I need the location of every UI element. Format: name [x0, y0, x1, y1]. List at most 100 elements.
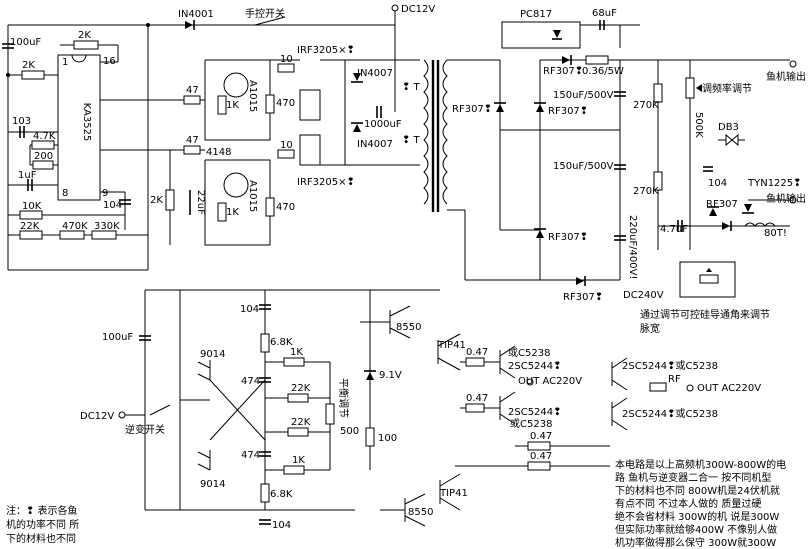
label-scr-note-line1: 通过调节可控硅导通角来调节 — [640, 308, 770, 321]
note-right-line3: 下的材料也不同 800W机是24伏机就 — [615, 484, 780, 497]
label-rf307-mid: RF307❢ — [548, 106, 588, 117]
note-left-line2: 机的功率不同 所 — [6, 518, 79, 531]
label-fish-out-bot: 鱼机输出 — [766, 192, 806, 205]
capacitor-100uf-left: 100uF — [2, 37, 41, 49]
label-220uf: 220uF/400V! — [627, 215, 638, 279]
label-9014-bot: 9014 — [200, 479, 225, 490]
label-104-osc-top: 104 — [240, 304, 259, 315]
label-dc12v-top: DC12V — [401, 4, 435, 15]
label-8550-bot: 8550 — [408, 507, 433, 518]
optocoupler-pc817: PC817 — [501, 9, 581, 49]
inverter-oscillator-section: 100uF 104 104 6.8K 6.8K 1K 1K 474 474 — [80, 289, 468, 531]
label-dc240v: DC240V — [623, 290, 664, 301]
label-270k-top: 270K — [633, 100, 659, 111]
label-150uf-bot: 150uF/500V — [553, 161, 614, 172]
label-47-bot: 47 — [186, 135, 199, 146]
label-103: 103 — [12, 116, 31, 127]
driver-transistor-section: A1015 1K 470 A1015 1K 470 4148 2K 22uF 1… — [150, 54, 300, 246]
label-1k-osc-bot: 1K — [292, 455, 305, 466]
label-fish-out-top: 鱼机输出 — [766, 70, 806, 83]
label-2k-mid: 2K — [150, 195, 163, 206]
label-100: 100 — [378, 433, 397, 444]
note-right-line5: 绝不会省材料 300W的机 说是300W — [615, 510, 779, 523]
label-10-bot: 10 — [280, 140, 293, 151]
label-rf307-bottom: RF307❢ — [563, 292, 603, 303]
label-2sc5244-a: 2SC5244❢ — [508, 361, 562, 372]
label-150uf-top: 150uF/500V — [553, 90, 614, 101]
label-500k: 500K — [693, 112, 704, 138]
label-104-ic: 104 — [103, 200, 122, 211]
label-r036: 0.36/5W — [582, 66, 624, 77]
ka3525-driver-section: 100uF KA3525 1 16 8 9 2K 2K 103 4.7K — [2, 23, 395, 271]
label-in4001: IN4001 — [178, 9, 214, 20]
label-pc817: PC817 — [520, 9, 552, 20]
pin-8-label: 8 — [62, 188, 68, 199]
label-a1015-top: A1015 — [247, 80, 258, 112]
label-6-8k-bot: 6.8K — [270, 489, 293, 500]
pin-9-label: 9 — [102, 188, 108, 199]
label-out-ac-left: OUT AC220V — [518, 376, 582, 387]
label-2sc5244-c: 2SC5244❢或C5238 — [622, 360, 718, 372]
label-047-d: 0.47 — [530, 451, 552, 462]
label-db3: DB3 — [718, 122, 739, 133]
label-68uf: 68uF — [592, 8, 617, 19]
note-right-line1: 本电路是以上高频机300W-800W的电 — [615, 458, 786, 471]
label-474-bot: 474 — [241, 450, 260, 461]
label-1k-osc-top: 1K — [290, 347, 303, 358]
label-22k-osc-top: 22K — [291, 383, 311, 394]
label-rf307-pc: RF307❢ — [543, 66, 583, 77]
label-4-7uf: 4.7uF! — [660, 224, 692, 235]
label-1000uf: 1000uF — [364, 119, 402, 130]
label-100uf-inv: 100uF — [102, 332, 133, 343]
label-104-right: 104 — [708, 178, 727, 189]
label-22k: 22K — [20, 221, 40, 232]
label-10k: 10K — [22, 201, 42, 212]
transformer — [423, 59, 448, 212]
label-104-osc-bot: 104 — [272, 520, 291, 531]
mosfet-transformer-section: DC12V IN4001 手控开关 IRF3205×❢ IRF3205×❢ IN… — [178, 4, 555, 281]
label-4148: 4148 — [206, 147, 231, 158]
note-right: 本电路是以上高频机300W-800W的电 路 鱼机与逆变器二合一 按不同机型 下… — [615, 458, 786, 549]
label-inverter-switch: 逆变开关 — [125, 423, 165, 436]
note-right-line6: 但实际功率就给够400W 不像别人做 — [615, 523, 777, 536]
label-out-ac-right: OUT AC220V — [697, 383, 761, 394]
label-tip41-bot: TIP41 — [439, 488, 468, 499]
label-47-top: 47 — [186, 85, 199, 96]
high-voltage-output-section: PC817 68uF RF307❢ 0.36/5W 150uF/500V 150… — [500, 8, 806, 335]
label-4-7k: 4.7K — [33, 131, 56, 142]
label-rf307-left: RF307❢ — [452, 104, 492, 115]
note-right-line2: 路 鱼机与逆变器二合一 按不同机型 — [615, 471, 771, 484]
label-22k-osc-bot: 22K — [291, 417, 311, 428]
note-left: 注：❢ 表示各鱼 机的功率不同 所 下的材料也不同 — [6, 504, 79, 545]
label-rf: RF — [668, 374, 681, 385]
label-8550-top: 8550 — [396, 322, 421, 333]
label-t-bot: ❢ T — [402, 135, 421, 146]
label-balance-adjust: 平衡调节 — [337, 378, 349, 418]
ka3525-ic: KA3525 1 16 8 9 — [57, 54, 116, 201]
label-9-1v: 9.1V — [379, 370, 402, 381]
label-scr-note-line2: 脉宽 — [640, 322, 660, 335]
label-2sc5244-b: 2SC5244❢ — [508, 407, 562, 418]
label-200: 200 — [34, 151, 53, 162]
label-10-top: 10 — [280, 54, 293, 65]
label-047-c: 0.47 — [530, 431, 552, 442]
label-1uf: 1uF — [18, 170, 37, 181]
label-100uf-left: 100uF — [10, 37, 41, 48]
label-tyn1225: TYN1225❢ — [747, 178, 802, 189]
label-dc12v-inv: DC12V — [80, 411, 114, 422]
label-474-top: 474 — [241, 376, 260, 387]
label-2sc5244-d: 2SC5244❢或C5238 — [622, 408, 718, 420]
label-a1015-bot: A1015 — [247, 180, 258, 212]
label-manual-switch: 手控开关 — [245, 7, 285, 20]
label-irf-bot: IRF3205×❢ — [297, 177, 355, 188]
note-right-line4: 有点不同 不过本人做的 质量过硬 — [615, 497, 761, 510]
label-270k-bot: 270K — [633, 186, 659, 197]
inverter-output-section: 0.47 0.47 或C5238 2SC5244❢ 2SC5244❢ 或C523… — [455, 345, 761, 471]
label-or-c5238-a: 或C5238 — [508, 347, 550, 359]
label-22uf: 22uF — [195, 190, 206, 215]
label-6-8k-top: 6.8K — [270, 337, 293, 348]
label-freq-adjust: 调频率调节 — [702, 82, 752, 95]
label-tip41-top: TIP41 — [437, 340, 466, 351]
label-rf307-tyn: RF307 — [706, 199, 738, 210]
label-2k-top: 2K — [78, 30, 91, 41]
